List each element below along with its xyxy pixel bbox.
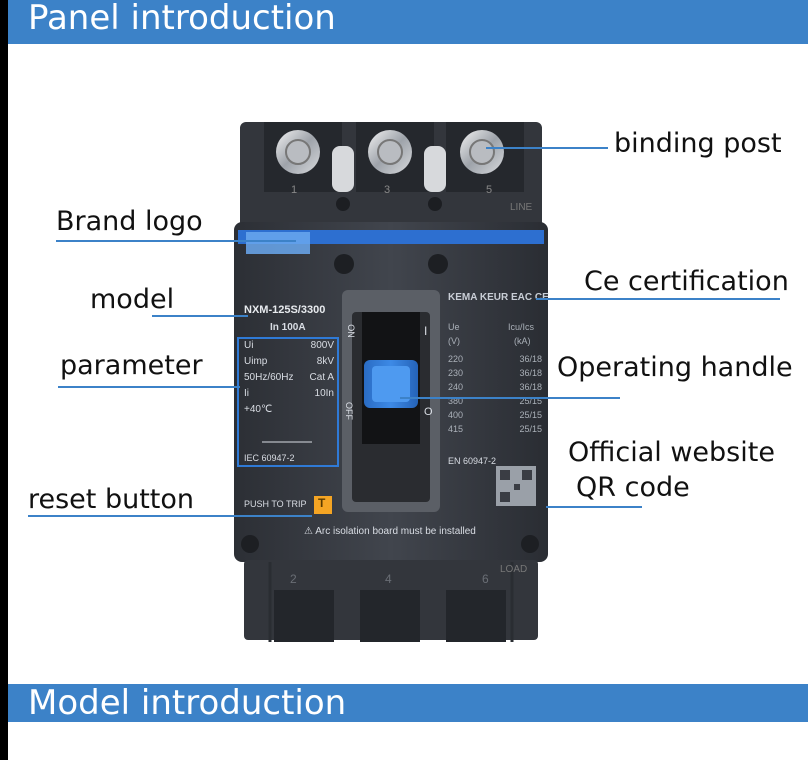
circuit-breaker-image [234, 122, 548, 642]
callout-line-binding-post [486, 147, 608, 149]
off-label: OFF [344, 402, 354, 420]
callout-qr-code: QR code [576, 472, 690, 503]
table-header-icu: Icu/Ics [508, 322, 535, 332]
terminal-label-5: 5 [486, 184, 493, 196]
callout-line-ce-certification [536, 298, 780, 300]
callout-line-parameter [58, 386, 240, 388]
model-introduction-title: Model introduction [28, 683, 347, 723]
terminal-label-4: 4 [385, 572, 392, 586]
callout-official-website: Official website [568, 437, 775, 468]
callout-line-operating-handle [400, 397, 620, 399]
callout-brand-logo: Brand logo [56, 206, 203, 237]
panel-introduction-banner: Panel introduction [8, 0, 808, 44]
model-introduction-banner: Model introduction [8, 683, 808, 723]
table-header-icu-unit: (kA) [514, 336, 531, 346]
callout-parameter: parameter [60, 350, 203, 381]
callout-line-brand-logo [56, 240, 296, 242]
load-label: LOAD [500, 564, 528, 575]
table-header-ue: Ue [448, 322, 460, 332]
terminal-label-3: 3 [384, 184, 391, 196]
callout-line-model [152, 315, 248, 317]
callout-binding-post: binding post [614, 128, 782, 159]
terminal-label-6: 6 [482, 572, 489, 586]
table-header-ue-unit: (V) [448, 336, 460, 346]
on-symbol: I [424, 324, 428, 338]
callout-model: model [90, 284, 175, 315]
terminal-label-2: 2 [290, 572, 297, 586]
line-label: LINE [510, 202, 533, 213]
callout-ce-certification: Ce certification [584, 266, 789, 297]
off-symbol: O [424, 406, 433, 418]
on-label: ON [345, 324, 356, 338]
brand-logo-blurred [246, 232, 310, 254]
iec-standard-text: IEC 60947-2 [244, 453, 295, 463]
trip-button-letter: T [318, 496, 326, 510]
callout-line-reset-button [28, 515, 312, 517]
binding-post-screws [276, 130, 504, 211]
warning-text: ⚠ Arc isolation board must be installed [304, 526, 476, 537]
callout-reset-button: reset button [28, 484, 195, 515]
model-number-text: NXM-125S/3300 [244, 304, 326, 316]
bottom-area [8, 722, 808, 760]
terminal-label-1: 1 [291, 184, 298, 196]
callout-operating-handle: Operating handle [557, 352, 793, 383]
rated-current-text: In 100A [270, 322, 306, 333]
panel-introduction-title: Panel introduction [28, 0, 336, 38]
certification-marks: KEMA KEUR EAC CE [448, 292, 549, 303]
callout-line-qr-code [546, 506, 642, 508]
parameter-row: +40℃ [244, 404, 273, 415]
push-to-trip-text: PUSH TO TRIP [244, 499, 307, 509]
en-standard-text: EN 60947-2 [448, 456, 497, 466]
